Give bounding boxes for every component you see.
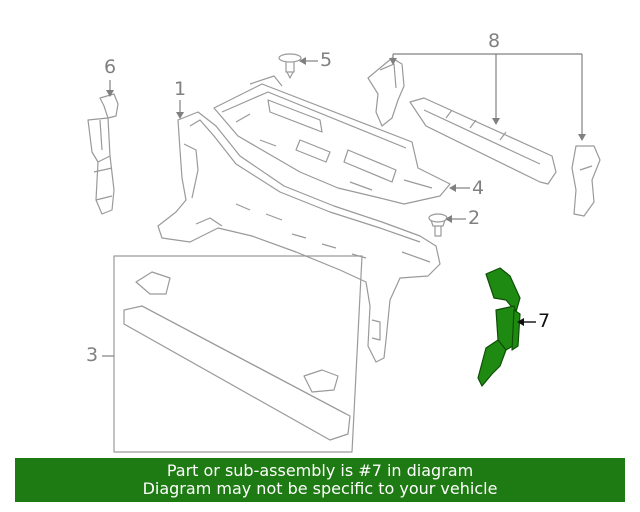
callout-2[interactable]: 2 <box>468 207 481 229</box>
info-banner: Part or sub-assembly is #7 in diagram Di… <box>15 458 625 502</box>
part-7-air-guide[interactable] <box>477 267 521 387</box>
part-1-radiator-support[interactable] <box>157 111 441 363</box>
callout-4[interactable]: 4 <box>472 177 485 199</box>
part-4-upper-cover[interactable] <box>213 75 451 205</box>
callout-8[interactable]: 8 <box>488 30 501 52</box>
leader-lines <box>102 53 586 357</box>
callout-6[interactable]: 6 <box>104 56 117 78</box>
callout-5[interactable]: 5 <box>320 49 333 71</box>
banner-line-part: Part or sub-assembly is #7 in diagram <box>166 461 474 480</box>
callout-1[interactable]: 1 <box>174 78 187 100</box>
part-8-brackets[interactable] <box>367 57 601 217</box>
part-2-bolt[interactable] <box>428 213 448 237</box>
part-5-push-clip[interactable] <box>278 53 302 79</box>
part-3-cover-kit[interactable] <box>113 255 363 453</box>
callout-7[interactable]: 7 <box>538 310 551 332</box>
leader-line-7 <box>517 318 536 326</box>
part-6-side-bracket[interactable] <box>87 93 119 215</box>
banner-line-disclaimer: Diagram may not be specific to your vehi… <box>142 479 498 498</box>
callout-3[interactable]: 3 <box>86 344 99 366</box>
